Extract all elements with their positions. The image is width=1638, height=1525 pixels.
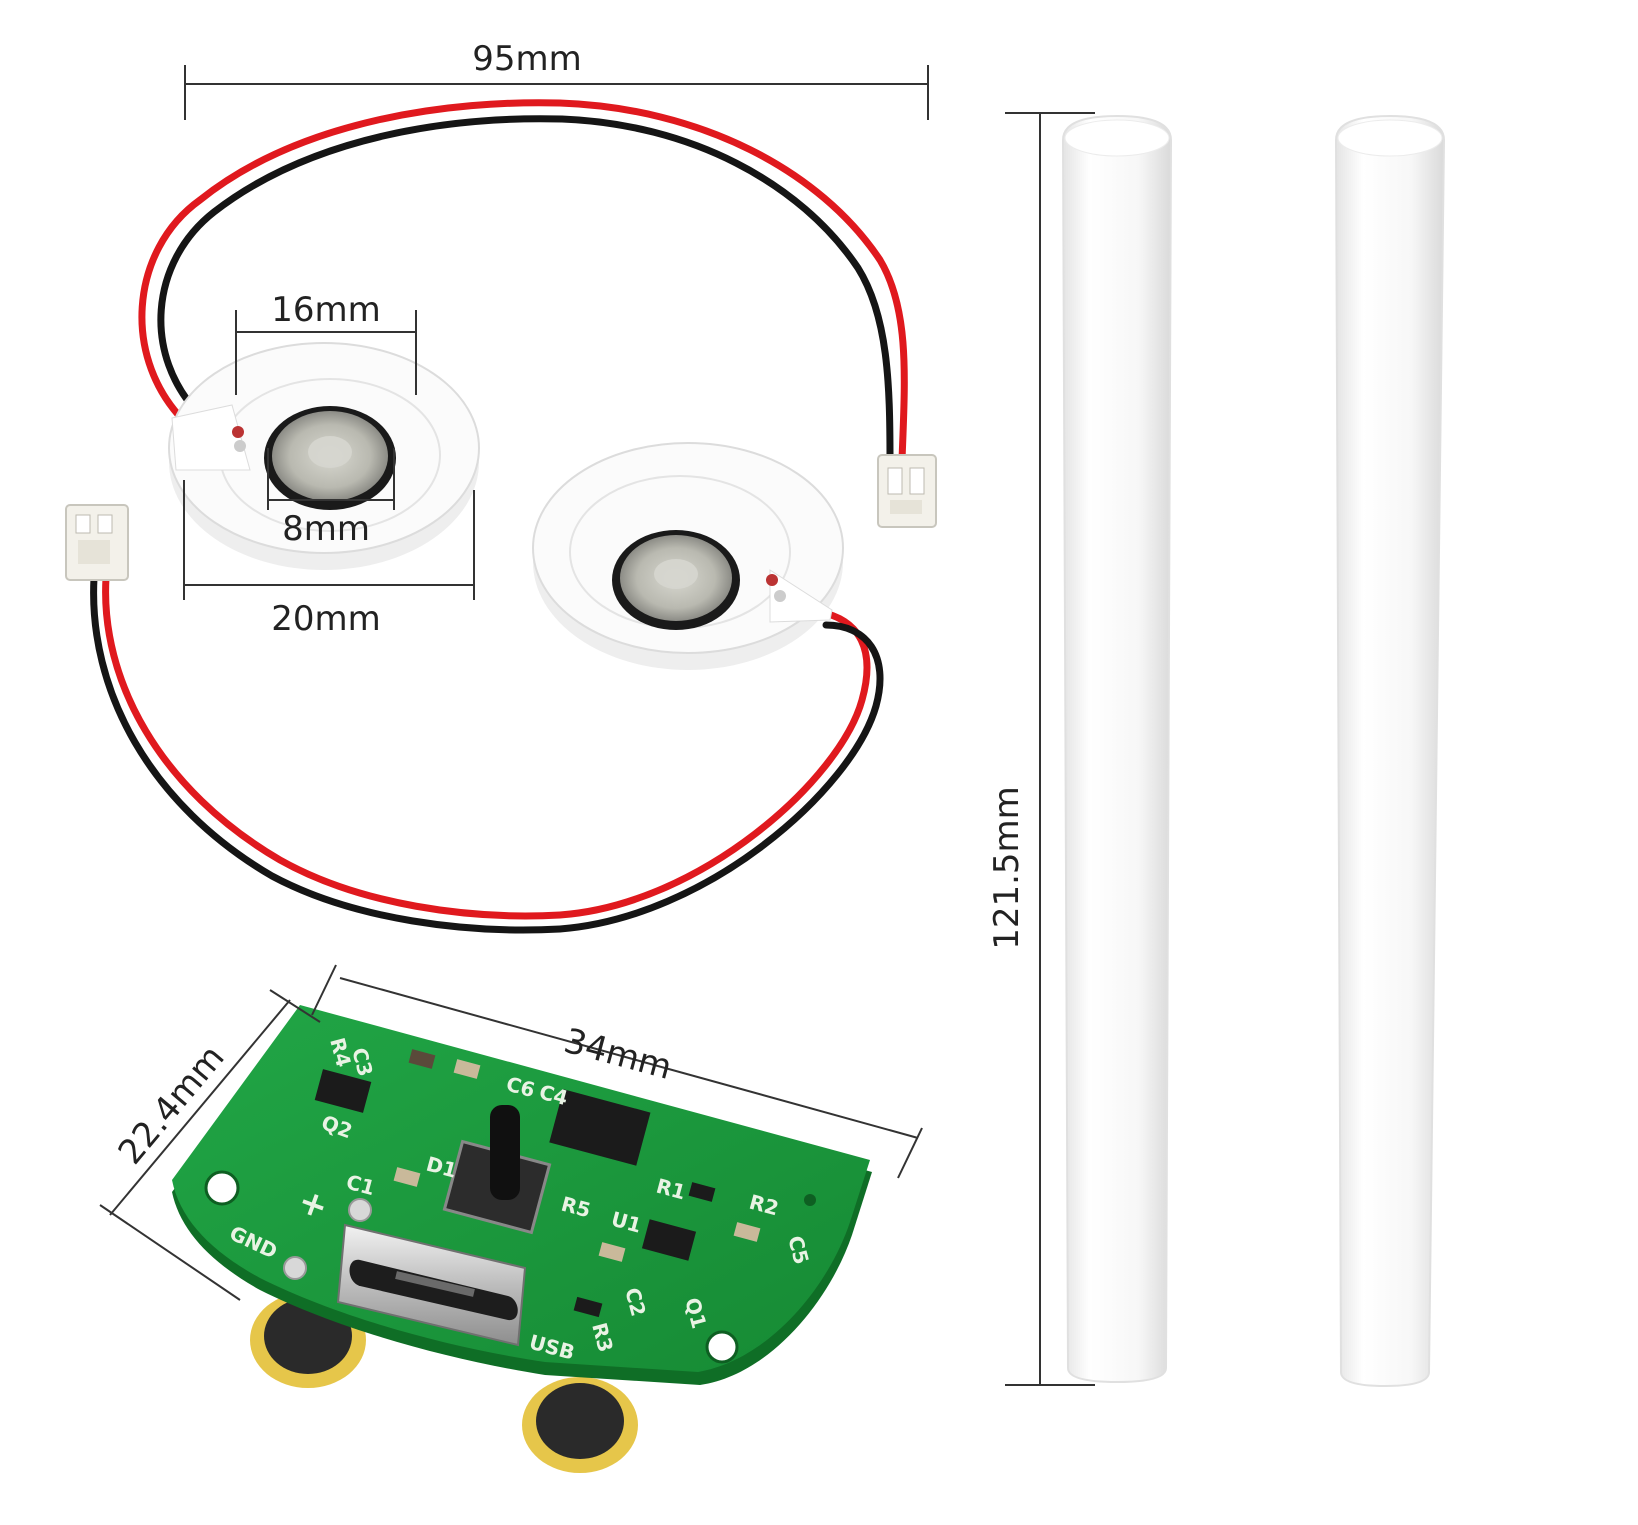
connector-bottom [65, 504, 129, 581]
dimension-label-disc-diameter: 8mm [282, 509, 370, 549]
cotton-rod-left [1061, 114, 1173, 1384]
atomizer-disc-bottom [532, 442, 844, 670]
wire-loop-bottom [90, 574, 884, 934]
dimension-label-outer-diameter: 20mm [271, 599, 381, 639]
buzzer-right [522, 1377, 638, 1473]
dimension-label-board-length: 34mm [560, 1021, 676, 1088]
dimension-label-rod-length: 121.5mm [987, 786, 1027, 950]
dimension-lines-board [99, 964, 923, 1301]
wire-loop-top [138, 99, 908, 464]
dimension-lines-atomizer [183, 65, 929, 600]
dimension-label-inner-diameter: 16mm [271, 290, 381, 330]
connector-top [877, 454, 937, 528]
driver-board: R4 C3 Q2 C6 C4 D1 C1 R5 U1 R1 R2 C5 C2 Q… [172, 1005, 872, 1473]
usb-c-port [336, 1223, 527, 1347]
cotton-rod-right [1334, 114, 1446, 1388]
dimension-lines-rod [1005, 112, 1095, 1386]
atomizer-disc-top [168, 342, 480, 570]
dimension-label-overall-width: 95mm [472, 39, 582, 79]
